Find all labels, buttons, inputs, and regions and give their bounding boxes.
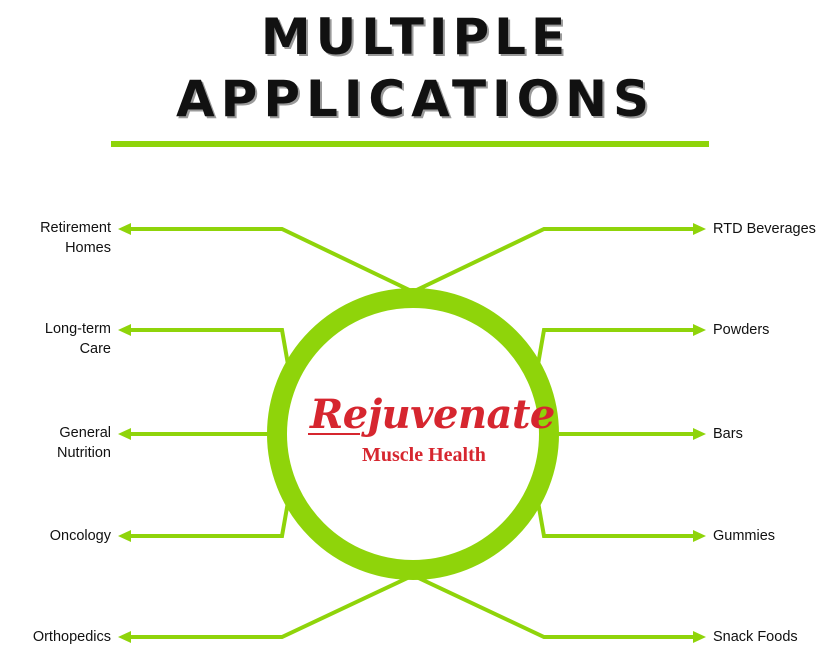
label-line: Bars: [713, 426, 743, 442]
title-underline: [111, 141, 709, 147]
logo-script-text: Rejuvenate: [310, 391, 555, 438]
right-application-label: Bars: [713, 424, 743, 444]
arrowhead-right-3: [693, 530, 706, 542]
label-line: Care: [79, 341, 111, 357]
arrowhead-left-4: [118, 631, 131, 643]
arrowhead-left-3: [118, 530, 131, 542]
right-application-label: Powders: [713, 320, 769, 340]
arrowhead-right-0: [693, 223, 706, 235]
label-line: Orthopedics: [32, 629, 111, 645]
left-application-label: Oncology: [50, 526, 111, 546]
label-line: Long-term: [44, 321, 111, 337]
label-line: General: [59, 425, 111, 441]
logo-subtitle: Muscle Health: [362, 444, 486, 466]
brand-logo: Rejuvenate Muscle Health: [300, 392, 555, 474]
label-line: Nutrition: [57, 445, 111, 461]
label-line: Retirement: [40, 220, 111, 236]
center-ring: [267, 288, 559, 580]
label-line: Powders: [713, 322, 770, 338]
label-line: Snack Foods: [713, 629, 798, 645]
arrowhead-right-1: [693, 324, 706, 336]
label-line: Oncology: [49, 528, 111, 544]
right-application-label: RTD Beverages: [713, 219, 816, 239]
page-title-line-1: MULTIPLE: [260, 8, 571, 66]
label-line: Homes: [65, 240, 111, 256]
arrowhead-right-2: [693, 428, 706, 440]
label-line: RTD Beverages: [713, 221, 816, 237]
arrowhead-right-4: [693, 631, 706, 643]
arrowhead-left-0: [118, 223, 131, 235]
arrowhead-left-2: [118, 428, 131, 440]
arrowhead-left-1: [118, 324, 131, 336]
right-application-label: Gummies: [713, 526, 775, 546]
left-application-label: Orthopedics: [33, 627, 111, 647]
label-line: Gummies: [713, 528, 776, 544]
logo-underline: [308, 433, 360, 435]
right-application-label: Snack Foods: [713, 627, 798, 647]
page-title-line-2: APPLICATIONS: [175, 70, 656, 128]
